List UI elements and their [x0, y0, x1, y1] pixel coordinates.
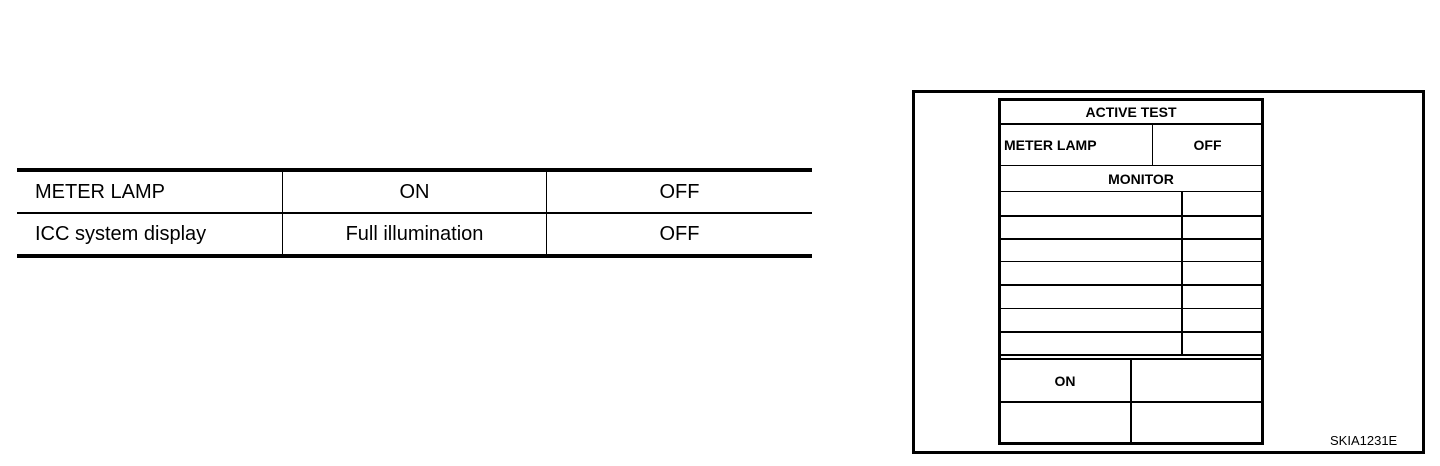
- test-value: OFF: [1193, 137, 1222, 153]
- divider: [1000, 354, 1262, 356]
- divider: [1152, 124, 1153, 166]
- row-on-icc-display: Full illumination: [345, 222, 484, 245]
- row-item-meter-lamp: METER LAMP: [35, 180, 166, 203]
- divider: [1000, 165, 1262, 166]
- divider: [1181, 192, 1183, 354]
- on-button[interactable]: ON: [1054, 372, 1076, 389]
- figure-frame: [912, 90, 1425, 454]
- figure-code: SKIA1231E: [1330, 432, 1398, 448]
- row-on-meter-lamp: ON: [399, 180, 430, 203]
- table-bottom-rule: [17, 254, 812, 258]
- row-off-meter-lamp: OFF: [659, 180, 700, 203]
- divider: [1000, 123, 1262, 125]
- table-top-rule: [17, 168, 812, 172]
- table-col-divider: [282, 172, 283, 254]
- divider: [1000, 284, 1262, 286]
- row-off-icc-display: OFF: [659, 222, 700, 245]
- row-item-icc-display: ICC system display: [35, 222, 207, 245]
- divider: [1000, 331, 1262, 333]
- table-col-divider: [546, 172, 547, 254]
- divider: [1000, 261, 1262, 262]
- table-row-divider: [17, 212, 812, 214]
- divider: [1000, 191, 1262, 192]
- test-item-label: METER LAMP: [1004, 137, 1097, 153]
- divider: [1000, 215, 1262, 217]
- monitor-header: MONITOR: [1108, 170, 1174, 187]
- divider: [1000, 358, 1262, 360]
- divider: [1130, 360, 1132, 444]
- divider: [1000, 238, 1262, 240]
- active-test-header: ACTIVE TEST: [1085, 103, 1177, 120]
- divider: [1000, 308, 1262, 309]
